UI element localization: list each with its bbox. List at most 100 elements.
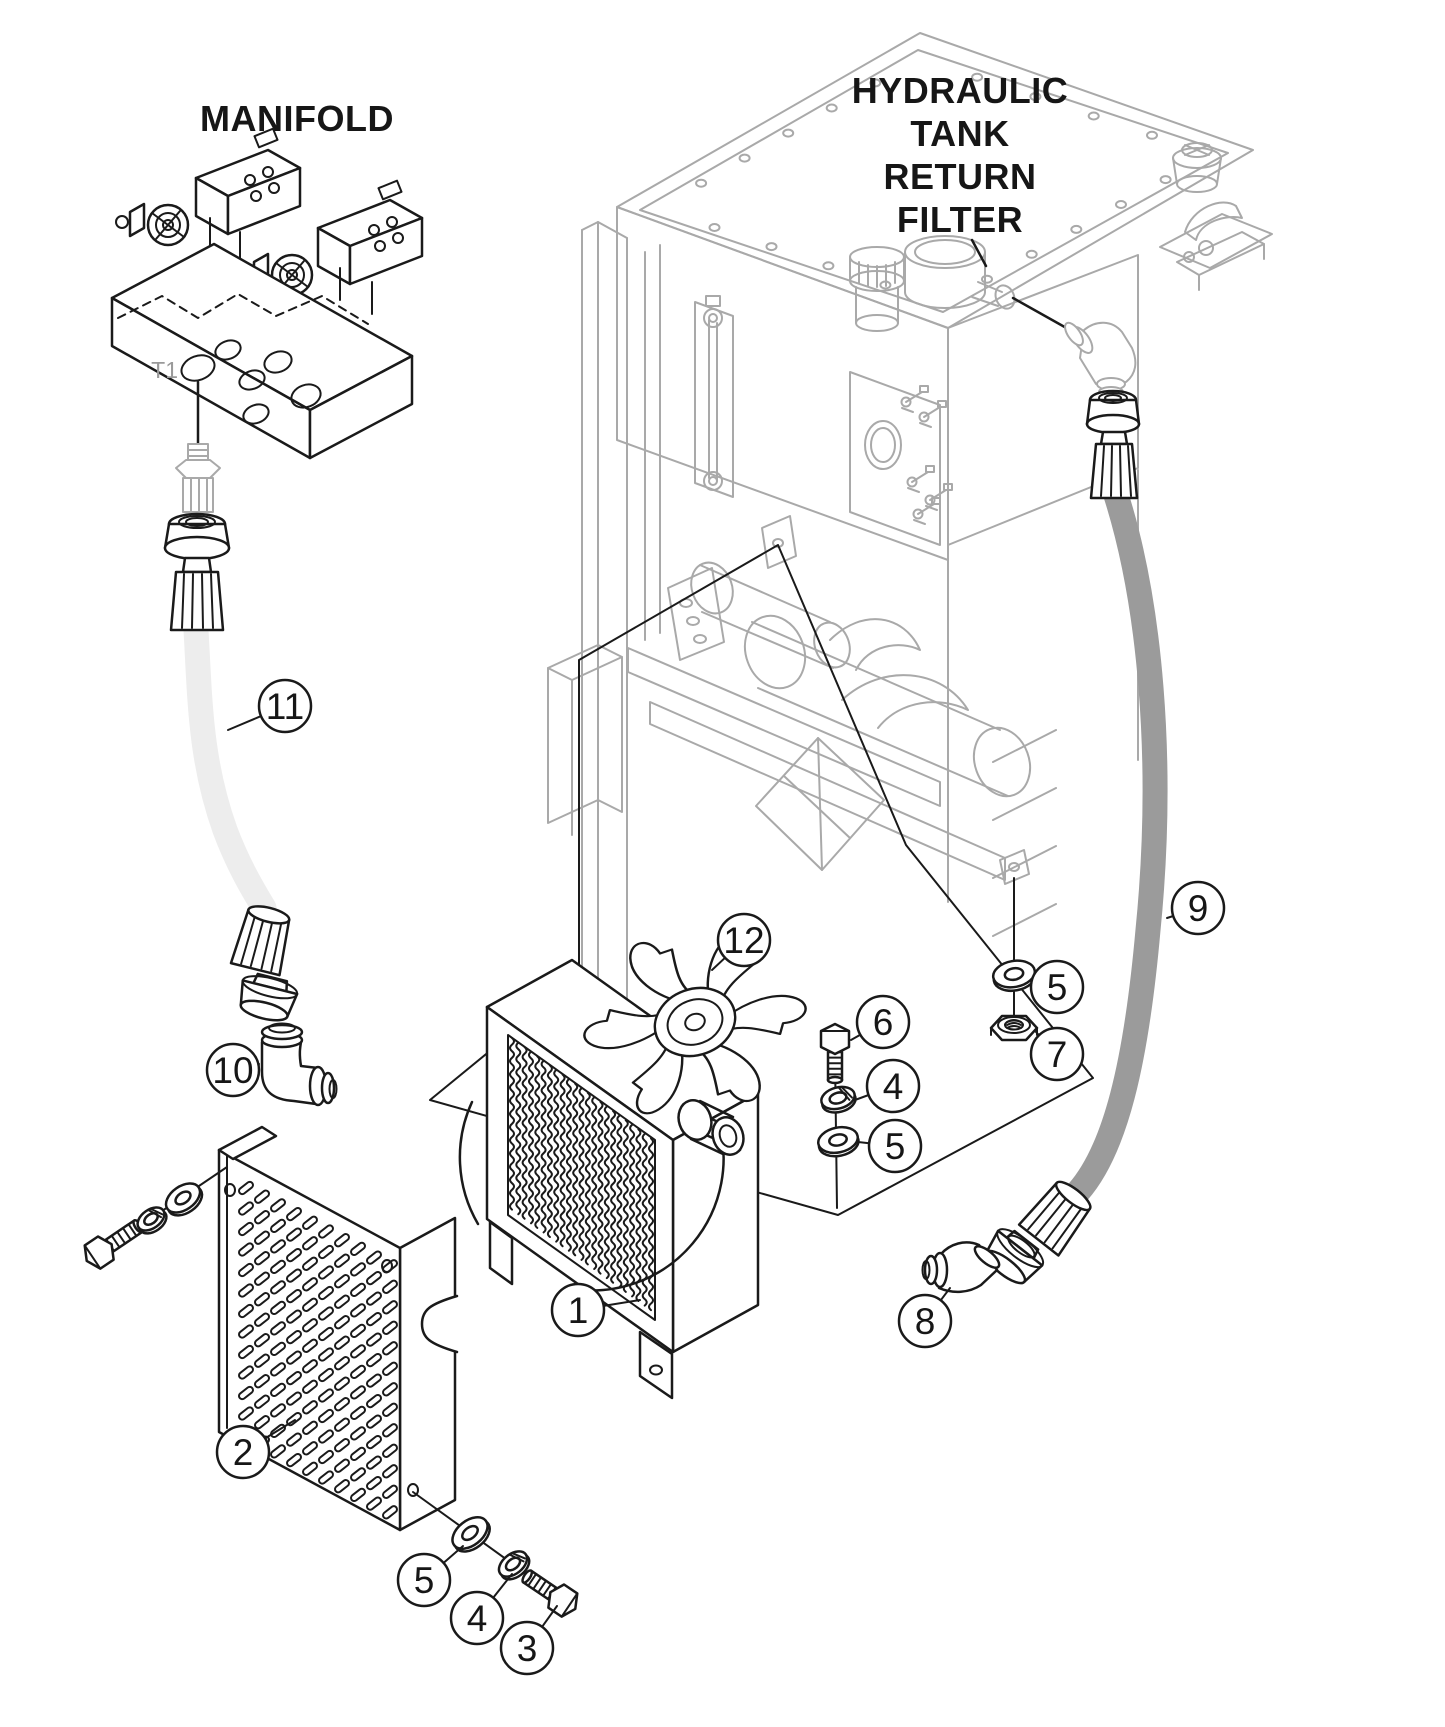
cooler-port	[677, 1099, 745, 1156]
panel-top-tab	[217, 1125, 278, 1161]
hex-bolt	[83, 1218, 145, 1270]
elbow-fitting-10	[260, 1022, 338, 1107]
callout-3: 3	[499, 1605, 558, 1676]
callout-circle	[1029, 1026, 1085, 1082]
tank-lid-inner	[639, 49, 1229, 313]
hose-9-bottom-collar	[1017, 1180, 1092, 1257]
callout-number: 8	[915, 1301, 936, 1342]
t1-port-label: T1	[151, 357, 178, 383]
callout-7: 7	[1029, 1026, 1085, 1082]
hex-bolt	[819, 1022, 851, 1085]
panel-notch-gap	[452, 1300, 460, 1348]
callout-leader	[227, 715, 262, 731]
base-strips	[627, 647, 1006, 881]
hose-11	[183, 617, 277, 921]
wedge-bracket	[755, 737, 885, 871]
tank-front-face	[616, 206, 949, 561]
return-hose-assembly	[921, 238, 1168, 1294]
panel-hole-bottom	[407, 1483, 419, 1497]
callout-circle	[867, 1118, 923, 1174]
callout-number: 12	[723, 920, 764, 961]
callout-leader	[711, 956, 726, 971]
callout-number: 5	[885, 1126, 906, 1167]
tank-lid-bolt-holes	[695, 72, 1172, 290]
manifold-valve-a	[115, 127, 302, 247]
callout-leader	[442, 1545, 464, 1564]
tank-oval-opening	[864, 420, 902, 470]
fastener-parts	[83, 959, 1039, 1618]
callout-1: 1	[550, 1282, 641, 1338]
callout-leader	[939, 1287, 951, 1302]
panel-right-flange	[398, 1216, 457, 1532]
lock-washer	[136, 1206, 168, 1235]
latch-assembly	[1159, 201, 1273, 291]
tank-stand	[947, 469, 1139, 937]
return-filter-housing	[904, 235, 1016, 310]
mount-tab-right	[999, 849, 1030, 885]
panel-vent-slots	[238, 1180, 398, 1520]
callout-5: 5	[396, 1545, 464, 1608]
callout-circle	[897, 1293, 953, 1349]
callout-leader	[854, 1094, 870, 1101]
flat-washer	[991, 959, 1037, 993]
callout-11: 11	[227, 678, 313, 734]
oil-cooler	[458, 958, 760, 1400]
hex-nut	[989, 1014, 1039, 1042]
svg-text:TANK: TANK	[910, 113, 1009, 154]
flat-washer	[451, 1516, 491, 1553]
fan-ring-left-arc	[458, 1100, 480, 1226]
callout-9: 9	[1166, 880, 1226, 936]
svg-text:RETURN: RETURN	[884, 156, 1037, 197]
panel-notch	[420, 1294, 459, 1354]
flat-washer	[164, 1182, 204, 1217]
callout-circle	[257, 678, 313, 734]
manifold-hose-assembly	[163, 512, 338, 1107]
callout-4: 4	[854, 1058, 921, 1114]
square-tube	[547, 644, 623, 836]
callout-circle	[716, 912, 772, 968]
hinge-cap	[1172, 142, 1222, 193]
callout-number: 5	[1047, 967, 1068, 1008]
callout-number: 9	[1188, 888, 1209, 929]
callout-circle	[396, 1552, 452, 1608]
hose-11-bottom-collar	[229, 905, 291, 977]
callout-number: 10	[212, 1050, 253, 1091]
tank-recessed-panel	[849, 371, 941, 546]
svg-text:FILTER: FILTER	[897, 199, 1023, 240]
sight-gauge	[694, 295, 734, 498]
manifold-label: MANIFOLD	[200, 98, 394, 139]
callout-number: 1	[568, 1290, 589, 1331]
callout-circle	[1170, 880, 1226, 936]
hex-bolt	[521, 1569, 579, 1618]
callout-4: 4	[449, 1573, 513, 1646]
callout-number: 6	[873, 1002, 894, 1043]
callout-8: 8	[897, 1287, 953, 1349]
callout-leader	[541, 1605, 558, 1628]
svg-text:HYDRAULIC: HYDRAULIC	[852, 70, 1069, 111]
panel-hole-top-right	[381, 1259, 393, 1273]
fan-ring-right-arc	[578, 1122, 725, 1292]
cooler-frame	[507, 1034, 656, 1321]
callout-circle	[215, 1424, 271, 1480]
callout-circle	[865, 1058, 921, 1114]
callout-5: 5	[857, 1118, 923, 1174]
lock-washer	[497, 1550, 531, 1581]
callout-number: 11	[266, 686, 304, 727]
callout-6: 6	[850, 994, 911, 1050]
callout-number: 2	[233, 1432, 254, 1473]
hose-11-top-fitting	[163, 512, 231, 632]
callout-leader	[850, 1033, 862, 1041]
hose-9-top-fitting	[1085, 389, 1141, 500]
callout-5: 5	[1029, 959, 1085, 1015]
callout-12: 12	[711, 912, 772, 971]
callout-circle	[1029, 959, 1085, 1015]
mount-tab-upper	[761, 515, 797, 569]
tank-valves	[900, 385, 953, 525]
tank-right-face	[947, 254, 1139, 546]
fan-hub	[653, 986, 737, 1058]
filter-label: HYDRAULIC TANK RETURN FILTER	[852, 70, 1069, 240]
callout-circle	[499, 1620, 555, 1676]
